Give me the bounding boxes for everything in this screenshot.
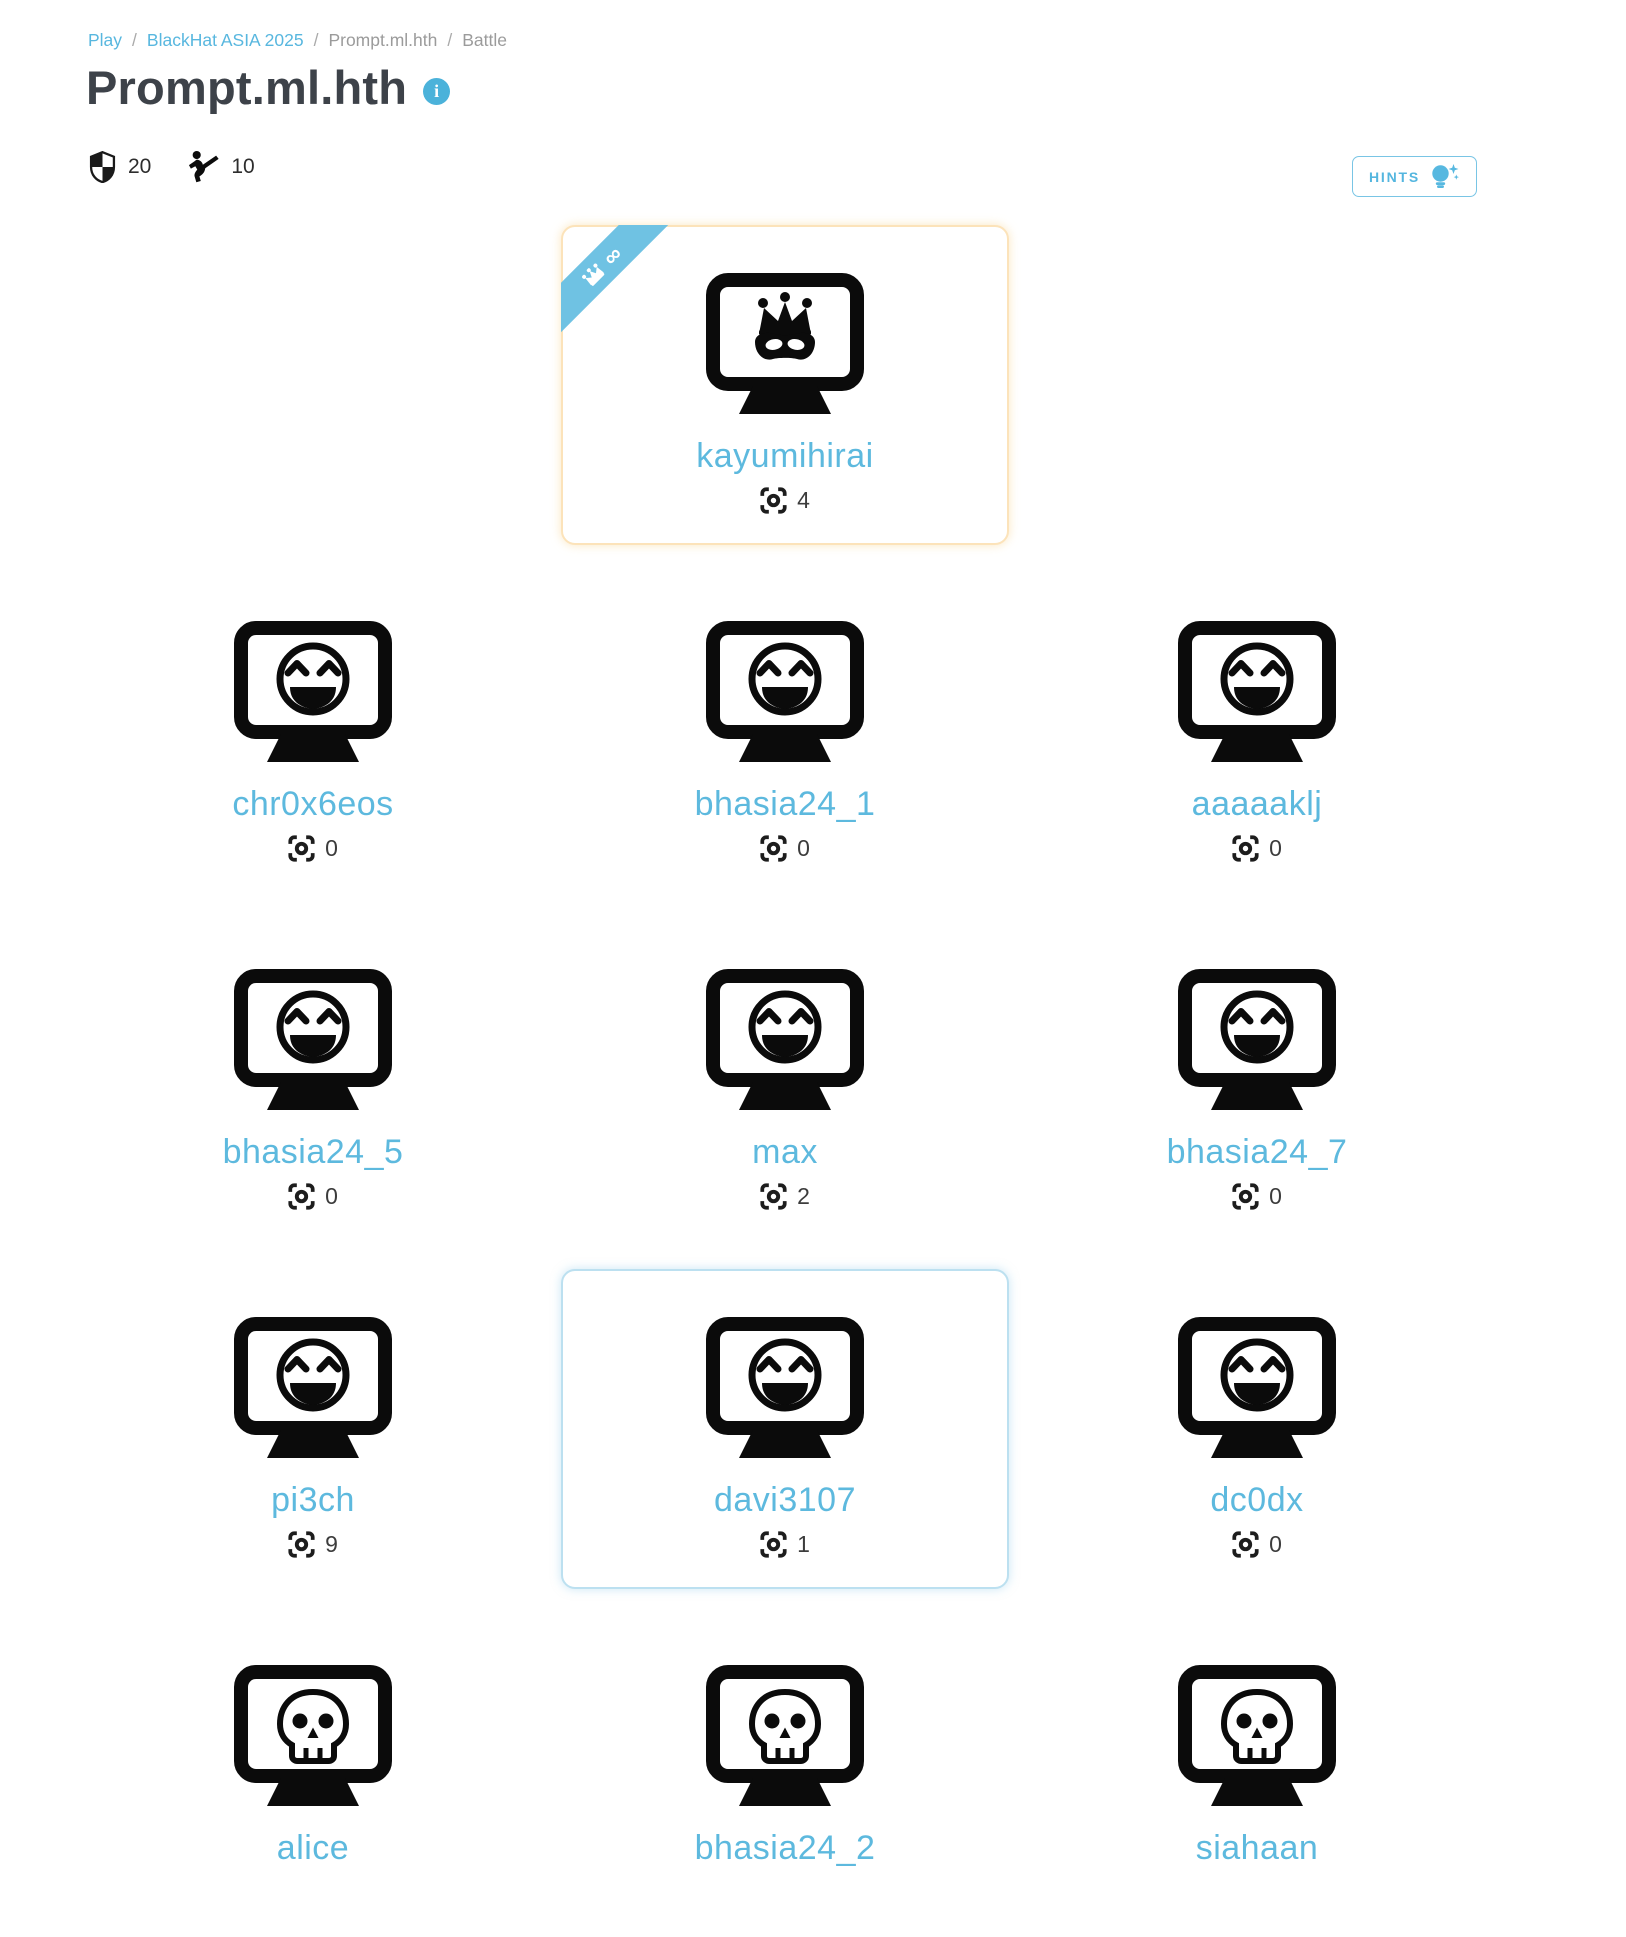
monitor-happy-face-icon [705, 968, 865, 1120]
player-name[interactable]: pi3ch [271, 1481, 355, 1519]
player-card[interactable]: bhasia24_5 0 [89, 921, 537, 1241]
captures-row: 9 [288, 1531, 338, 1558]
defense-value: 20 [128, 154, 152, 178]
martial-arts-kick-icon [189, 150, 220, 183]
breadcrumb-item-challenge: Prompt.ml.hth [328, 30, 438, 50]
player-name[interactable]: aaaaaklj [1191, 785, 1323, 823]
player-name[interactable]: bhasia24_5 [222, 1133, 404, 1171]
player-card[interactable]: chr0x6eos 0 [89, 573, 537, 893]
breadcrumb-separator: / [313, 30, 319, 50]
capture-count-icon [760, 1183, 787, 1210]
captures-row: 0 [288, 835, 338, 862]
breadcrumb-link-play[interactable]: Play [88, 30, 123, 50]
monitor-happy-face-icon [1177, 968, 1337, 1120]
breadcrumb-link-event[interactable]: BlackHat ASIA 2025 [146, 30, 304, 50]
player-card-king[interactable]: ∞ kayumihirai 4 [561, 225, 1009, 545]
player-name[interactable]: chr0x6eos [232, 785, 394, 823]
monitor-king-mask-icon [705, 272, 865, 424]
monitor-happy-face-icon [1177, 620, 1337, 772]
crown-icon [581, 263, 605, 286]
player-card[interactable]: bhasia24_7 0 [1033, 921, 1481, 1241]
grid-row: chr0x6eos 0 bhasia24_1 0 aaaaaklj [77, 573, 1493, 893]
player-name[interactable]: kayumihirai [696, 437, 874, 475]
player-card[interactable]: dc0dx 0 [1033, 1269, 1481, 1589]
monitor-happy-face-icon [705, 620, 865, 772]
capture-count-icon [760, 1531, 787, 1558]
capture-count: 0 [1269, 835, 1282, 861]
monitor-skull-face-icon [233, 1664, 393, 1816]
monitor-happy-face-icon [705, 1316, 865, 1468]
king-ribbon: ∞ [561, 225, 671, 335]
player-name[interactable]: dc0dx [1210, 1481, 1304, 1519]
page-title: Prompt.ml.hth [86, 61, 408, 114]
player-name[interactable]: davi3107 [713, 1481, 856, 1519]
challenge-stats: 20 10 [88, 150, 255, 183]
captures-row: 1 [760, 1531, 810, 1558]
breadcrumb-separator: / [132, 30, 137, 50]
breadcrumb: Play / BlackHat ASIA 2025 / Prompt.ml.ht… [88, 30, 507, 51]
captures-row: 4 [760, 487, 810, 514]
captures-row: 0 [288, 1183, 338, 1210]
captures-row: 0 [1232, 1183, 1282, 1210]
monitor-happy-face-icon [233, 620, 393, 772]
capture-count-icon [1232, 1531, 1259, 1558]
battle-grid: ∞ kayumihirai 4 chr0x6eos 0 [77, 225, 1493, 1867]
player-card[interactable]: aaaaaklj 0 [1033, 573, 1481, 893]
defense-stat: 20 [88, 150, 152, 183]
monitor-skull-face-icon [1177, 1664, 1337, 1816]
capture-count-icon [288, 1183, 315, 1210]
capture-count: 0 [1269, 1531, 1282, 1557]
player-card-dead[interactable]: alice [89, 1617, 537, 1937]
capture-count-icon [760, 487, 787, 514]
ribbon-infinity-label: ∞ [597, 240, 628, 271]
player-card-dead[interactable]: siahaan [1033, 1617, 1481, 1937]
offense-value: 10 [231, 154, 255, 178]
player-name[interactable]: bhasia24_7 [1166, 1133, 1348, 1171]
capture-count: 0 [797, 835, 810, 861]
capture-count: 1 [797, 1531, 810, 1557]
player-card[interactable]: max 2 [561, 921, 1009, 1241]
monitor-happy-face-icon [233, 1316, 393, 1468]
page-header: Prompt.ml.hth i [86, 60, 451, 115]
capture-count-icon [760, 835, 787, 862]
captures-row: 0 [760, 835, 810, 862]
captures-row: 2 [760, 1183, 810, 1210]
grid-row: alice bhasia24_2 siahaan [77, 1617, 1493, 1937]
info-icon[interactable]: i [423, 78, 451, 105]
capture-count: 0 [325, 1183, 338, 1209]
capture-count-icon [1232, 1183, 1259, 1210]
capture-count-icon [288, 835, 315, 862]
monitor-skull-face-icon [705, 1664, 865, 1816]
grid-row: ∞ kayumihirai 4 [77, 225, 1493, 545]
capture-count: 0 [325, 835, 338, 861]
monitor-happy-face-icon [233, 968, 393, 1120]
capture-count-icon [1232, 835, 1259, 862]
hints-button-label: HINTS [1369, 168, 1420, 185]
captures-row: 0 [1232, 835, 1282, 862]
player-name[interactable]: alice [276, 1829, 350, 1867]
capture-count-icon [288, 1531, 315, 1558]
grid-row: pi3ch 9 davi3107 1 dc0dx [77, 1269, 1493, 1589]
capture-count: 0 [1269, 1183, 1282, 1209]
player-name[interactable]: bhasia24_2 [694, 1829, 876, 1867]
breadcrumb-separator: / [447, 30, 453, 50]
capture-count: 9 [325, 1531, 338, 1557]
hints-button[interactable]: HINTS [1352, 156, 1477, 197]
monitor-happy-face-icon [1177, 1316, 1337, 1468]
shield-icon [89, 150, 116, 183]
captures-row: 0 [1232, 1531, 1282, 1558]
grid-row: bhasia24_5 0 max 2 bhasia24_7 [77, 921, 1493, 1241]
player-name[interactable]: max [752, 1133, 818, 1171]
player-name[interactable]: siahaan [1195, 1829, 1319, 1867]
player-name[interactable]: bhasia24_1 [694, 785, 876, 823]
player-card-selected[interactable]: davi3107 1 [561, 1269, 1009, 1589]
player-card[interactable]: bhasia24_1 0 [561, 573, 1009, 893]
capture-count: 4 [797, 487, 810, 513]
breadcrumb-item-battle: Battle [462, 30, 507, 50]
player-card-dead[interactable]: bhasia24_2 [561, 1617, 1009, 1937]
offense-stat: 10 [187, 150, 255, 183]
lightbulb-sparkle-icon [1432, 164, 1459, 188]
player-card[interactable]: pi3ch 9 [89, 1269, 537, 1589]
capture-count: 2 [797, 1183, 810, 1209]
